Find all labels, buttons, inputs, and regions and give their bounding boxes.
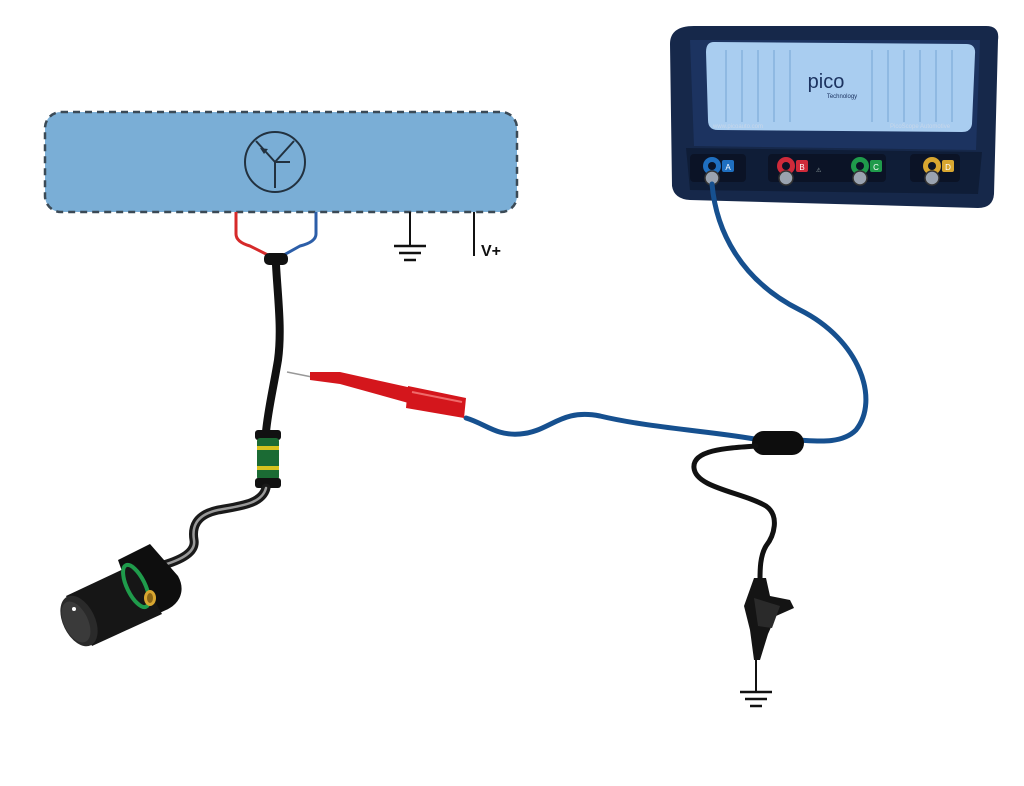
scope-brand-sub: Technology bbox=[827, 94, 857, 100]
ecu-ground-symbol bbox=[394, 212, 426, 262]
transistor-symbol bbox=[244, 131, 306, 193]
ecu-box bbox=[43, 110, 519, 214]
channel-b-connector: B bbox=[777, 157, 808, 186]
alligator-clip bbox=[744, 578, 794, 660]
svg-text:⚠: ⚠ bbox=[816, 167, 822, 174]
channel-d-connector: D bbox=[923, 157, 954, 186]
channel-c-connector: C bbox=[851, 157, 882, 186]
sensor-wires bbox=[234, 212, 318, 262]
hall-sensor bbox=[60, 544, 182, 647]
scope-brand: pico bbox=[808, 71, 845, 93]
clip-ground-symbol bbox=[740, 660, 772, 708]
blue-probe-lead bbox=[463, 412, 763, 443]
channel-c-label: C bbox=[873, 163, 879, 172]
cable-sleeve bbox=[255, 430, 281, 488]
sensor-cable bbox=[155, 253, 288, 571]
lead-splitter bbox=[752, 431, 804, 455]
picoscope-device: pico Technology www.picoauto.com PicoSco… bbox=[670, 26, 999, 208]
channel-a-label: A bbox=[725, 163, 731, 172]
supply-label: V+ bbox=[481, 243, 501, 260]
black-ground-lead bbox=[691, 443, 777, 583]
scope-website: www.picoauto.com bbox=[712, 124, 763, 130]
red-back-probe bbox=[286, 371, 466, 418]
channel-d-label: D bbox=[945, 163, 951, 172]
channel-b-label: B bbox=[799, 163, 804, 172]
channel-a-connector: A bbox=[703, 157, 734, 186]
supply-terminal: V+ bbox=[473, 212, 501, 260]
blue-signal-wire bbox=[275, 212, 318, 262]
red-signal-wire bbox=[234, 212, 277, 262]
test-lead bbox=[463, 181, 869, 583]
scope-product: PicoScope Automotive bbox=[890, 124, 951, 130]
blue-test-lead bbox=[709, 181, 869, 444]
